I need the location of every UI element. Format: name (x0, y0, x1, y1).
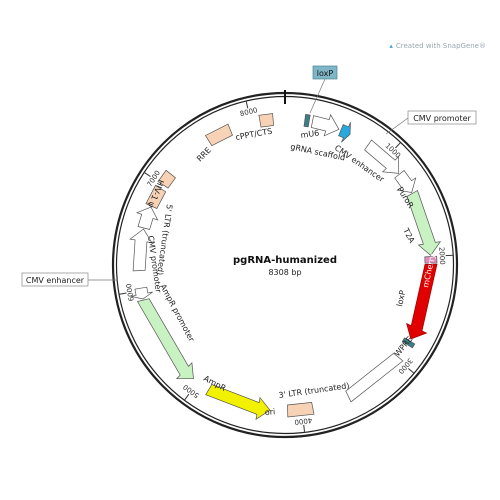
cmv-promoter-callout: CMV promoter (407, 110, 477, 125)
feature-grna-scaffold-2[interactable] (338, 122, 351, 143)
cmv-promoter-callout-label: CMV promoter (413, 114, 471, 123)
feature-ampr-promoter-13[interactable] (131, 286, 153, 300)
credit-mark: ® (479, 42, 486, 50)
cmv-enhancer-callout-box (21, 272, 89, 287)
feature-ampr-12[interactable] (136, 298, 194, 380)
feature-cppt-cts-19[interactable] (258, 113, 274, 128)
tick-4000 (303, 424, 306, 432)
plasmid-name: pgRNA-humanized (233, 255, 337, 266)
loxP-leader (309, 78, 326, 114)
mU6-label: mU6 (300, 128, 320, 140)
feature-5-ltr-truncated-16[interactable] (145, 184, 167, 209)
tick-label-2000: 2000 (437, 247, 446, 265)
loxP-inner-label: loxP (395, 289, 407, 307)
tick-1000 (395, 142, 401, 149)
feature-cmv-enhancer-3[interactable] (364, 139, 400, 174)
credit-prefix: Created with (395, 42, 443, 50)
t2a-label: T2A (401, 226, 417, 245)
tick-7000 (144, 172, 151, 177)
tick-8000 (245, 101, 249, 109)
loxP-callout-label: loxP (317, 69, 334, 78)
ltr5-label: 5' LTR (truncated) (155, 204, 174, 276)
feature-mcherry-7[interactable] (406, 263, 438, 340)
feature-mu6-1[interactable] (310, 113, 340, 137)
feature-cmv-enhancer-14[interactable] (129, 228, 153, 272)
feature-loxp-8[interactable] (401, 337, 416, 349)
snapgene-credit: ▴Created with SnapGene® (389, 42, 486, 50)
cppt-label: cPPT/CTS (235, 127, 273, 142)
leader-lines (88, 78, 409, 281)
feature-t2a-6[interactable] (424, 255, 438, 264)
snapgene-logo-icon: ▴ (389, 42, 393, 50)
cmv-enhancer-callout: CMV enhancer (21, 272, 89, 287)
plasmid-size: 8308 bp (268, 268, 301, 277)
tick-6000 (119, 292, 127, 295)
tick-label-6000: 6000 (125, 283, 136, 302)
cmv-enhancer-callout-label: CMV enhancer (26, 276, 85, 285)
cmv-promoter-leader (385, 117, 409, 135)
loxP-callout-box (312, 65, 338, 80)
feature-cmv-promoter-4[interactable] (394, 169, 417, 193)
rre-label: RRE (195, 146, 213, 164)
credit-brand: SnapGene (442, 42, 479, 50)
tick-3000 (408, 368, 415, 374)
tick-5000 (184, 393, 190, 401)
loxP-callout: loxP (312, 65, 338, 80)
feature-hiv-1-17[interactable] (157, 169, 176, 189)
tick-label-8000: 8000 (239, 106, 258, 118)
ltr3-label: 3' LTR (truncated) (278, 381, 350, 400)
feature-loxp-0[interactable] (303, 114, 311, 128)
feature-3-ltr-truncated-10[interactable] (287, 402, 315, 418)
tick-label-4000: 4000 (294, 416, 313, 426)
feature-rre-18[interactable] (205, 123, 233, 147)
feature-layer (129, 113, 442, 421)
tick-label-5000: 5000 (182, 382, 201, 399)
feature-ori-11[interactable] (205, 383, 271, 421)
cmv-promoter-callout-box (407, 110, 477, 125)
ori-label: ori (265, 407, 276, 417)
plasmid-backbone (111, 90, 459, 439)
feature-wpre-9[interactable] (345, 352, 404, 403)
feature-cmv-promoter-15[interactable] (136, 206, 159, 230)
feature-puror-5[interactable] (406, 189, 442, 256)
